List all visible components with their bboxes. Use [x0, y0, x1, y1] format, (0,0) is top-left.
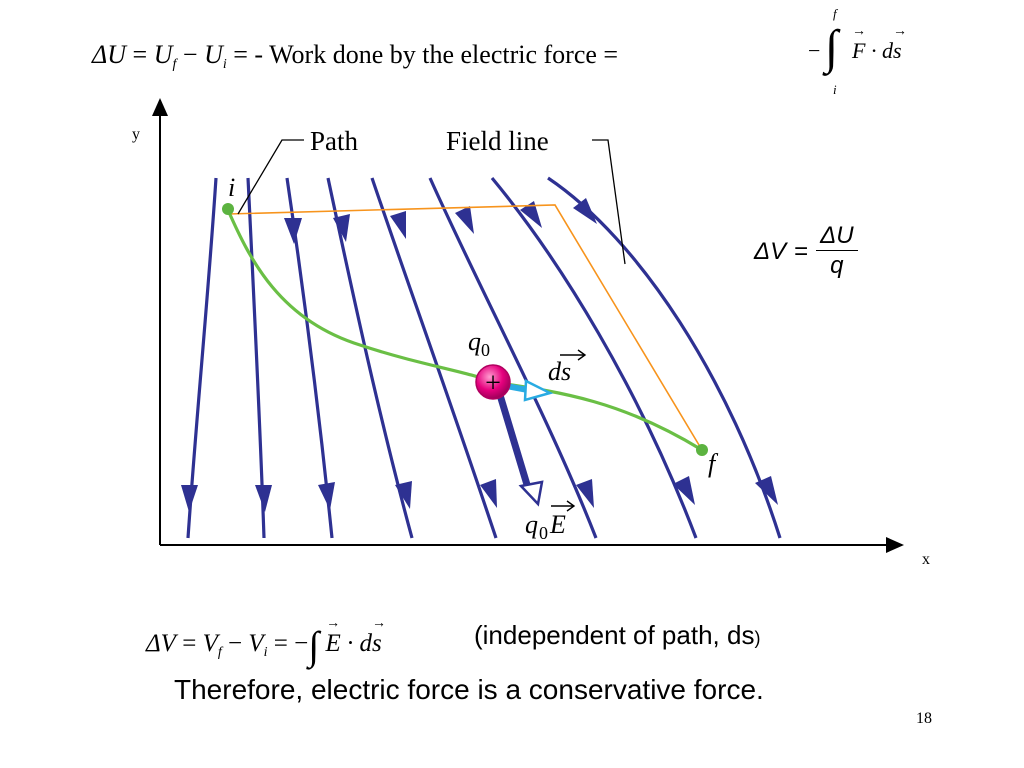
bottom-equation: ΔV = Vf − Vi = −∫ E · ds — [146, 616, 382, 669]
minus-sign: − — [227, 630, 243, 657]
u-initial: Ui — [204, 40, 227, 72]
field-line — [428, 177, 598, 539]
svg-text:E: E — [549, 510, 566, 539]
field-line — [370, 177, 498, 539]
field-line — [246, 177, 266, 539]
conclusion-text: Therefore, electric force is a conservat… — [174, 674, 764, 705]
x-axis-label: x — [922, 551, 930, 568]
field-arrowhead — [255, 485, 272, 512]
integrand: F · ds — [852, 24, 902, 64]
force-label: q 0 E — [525, 500, 576, 543]
u-final: Uf — [153, 40, 177, 72]
fraction-numerator: ΔU — [816, 222, 858, 251]
field-lines — [181, 176, 782, 539]
field-arrowhead — [455, 206, 474, 234]
delta-v-symbol: ΔV — [146, 630, 176, 657]
minus-sign-2: − — [294, 630, 309, 657]
equals-sign: = — [182, 630, 197, 657]
point-f-label: f — [708, 449, 719, 478]
v-final: Vf — [202, 630, 222, 660]
field-arrowhead — [318, 482, 335, 510]
force-vector-shaft — [496, 393, 532, 490]
integral-minus: − — [808, 38, 821, 63]
equals-sign-2: = — [233, 40, 248, 69]
initial-point — [222, 203, 234, 215]
delta-v-symbol: ΔV — [754, 237, 787, 265]
point-i-label: i — [228, 173, 235, 202]
y-axis-label: y — [132, 126, 140, 143]
integral-upper-limit: f — [833, 6, 837, 21]
field-arrowhead — [480, 479, 497, 508]
field-arrowhead — [181, 485, 198, 512]
path-independence-note: (independent of path, ds) — [474, 620, 761, 650]
field-line — [490, 176, 698, 539]
fraction: ΔU q — [816, 222, 858, 281]
top-equation: ΔU = Uf − Ui = - Work done by the electr… — [92, 40, 618, 73]
equals-sign-2: = — [273, 630, 288, 657]
charge-sign: + — [485, 368, 501, 399]
test-charge — [475, 364, 511, 400]
e-vector: E · ds — [325, 616, 381, 657]
v-initial: Vi — [248, 630, 268, 660]
svg-text:0: 0 — [539, 523, 548, 543]
equals-sign: = — [132, 40, 148, 69]
integral-lower-limit: i — [833, 82, 837, 97]
field-line-label: Field line — [446, 126, 549, 156]
svg-text:q: q — [468, 327, 481, 356]
integral-sign: ∫ — [825, 21, 839, 74]
path-label: Path — [310, 126, 359, 156]
field-arrowhead — [390, 211, 406, 239]
force-vector-head — [518, 480, 544, 507]
field-arrowhead — [576, 479, 594, 508]
svg-text:q: q — [525, 510, 538, 539]
work-integral: − f ∫ i F · ds — [808, 6, 938, 97]
field-arrowhead — [755, 476, 778, 505]
ds-vector-head — [523, 379, 554, 402]
work-done-text: - Work done by the electric force = — [254, 40, 619, 69]
delta-u-symbol: ΔU — [92, 40, 127, 69]
field-arrowhead — [573, 198, 597, 224]
field-line-leader-line — [592, 139, 626, 265]
svg-text:ds: ds — [548, 357, 571, 386]
field-arrowhead — [673, 476, 695, 505]
ds-label: ds — [548, 349, 587, 386]
fraction-denominator: q — [830, 252, 844, 279]
path-leader-line — [237, 139, 304, 215]
field-arrowhead — [284, 218, 302, 244]
minus-sign: − — [182, 40, 198, 69]
svg-text:0: 0 — [481, 340, 490, 360]
field-arrowhead — [520, 201, 542, 228]
green-path — [226, 209, 703, 452]
page-number: 18 — [916, 710, 932, 727]
equals-sign: = — [794, 237, 809, 265]
field-arrowhead — [333, 214, 350, 242]
field-line — [186, 177, 218, 539]
field-arrowhead — [395, 481, 412, 509]
final-point — [696, 444, 708, 456]
delta-v-definition: ΔV = ΔU q — [754, 222, 858, 281]
charge-label: q 0 — [468, 327, 490, 360]
orange-path — [227, 204, 703, 451]
integral-sign: ∫ — [308, 623, 320, 668]
